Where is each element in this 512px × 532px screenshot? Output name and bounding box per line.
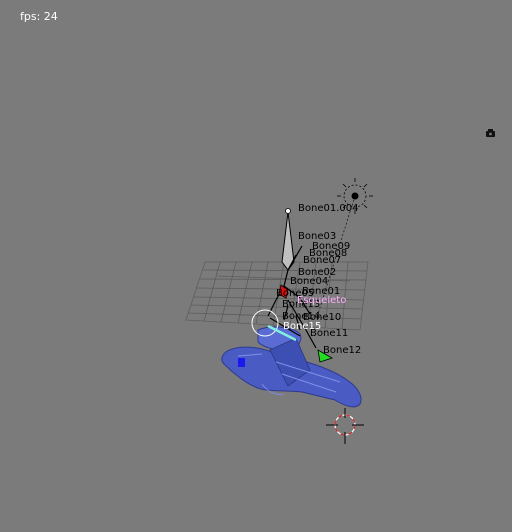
- mesh-object[interactable]: [221, 326, 362, 408]
- camera-icon[interactable]: [486, 129, 495, 137]
- bone-label: Bone01.004: [298, 203, 358, 214]
- bone-label: Bone10: [303, 312, 341, 323]
- bone-label: Bone09: [312, 241, 350, 252]
- bone-label: Bone14: [282, 311, 320, 322]
- fps-counter: fps: 24: [20, 10, 58, 23]
- bone-label: Bone04: [290, 276, 328, 287]
- bone-label: Bone07: [303, 255, 341, 266]
- bone-label: Bone13: [282, 299, 320, 310]
- bone-label: Bone02: [298, 267, 336, 278]
- bone-label: Bone12: [323, 345, 361, 356]
- armature-name-label: Esqueleto: [297, 295, 346, 306]
- bone-label: Bone15: [283, 321, 321, 332]
- bone-label: Bone01: [302, 286, 340, 297]
- bone-labels: Bone01.004 Bone03 Bone09 Bone08 Bone07 B…: [276, 203, 361, 356]
- bone-label: Bone11: [310, 328, 348, 339]
- lamp-icon[interactable]: [317, 178, 373, 315]
- floor-grid: [185, 261, 369, 331]
- bone-label: Bone05: [276, 288, 314, 299]
- bone-label: Bone08: [309, 248, 347, 259]
- 3d-cursor-icon[interactable]: [326, 408, 364, 444]
- armature-bones[interactable]: [251, 208, 333, 363]
- bone-label: Bone03: [298, 231, 336, 242]
